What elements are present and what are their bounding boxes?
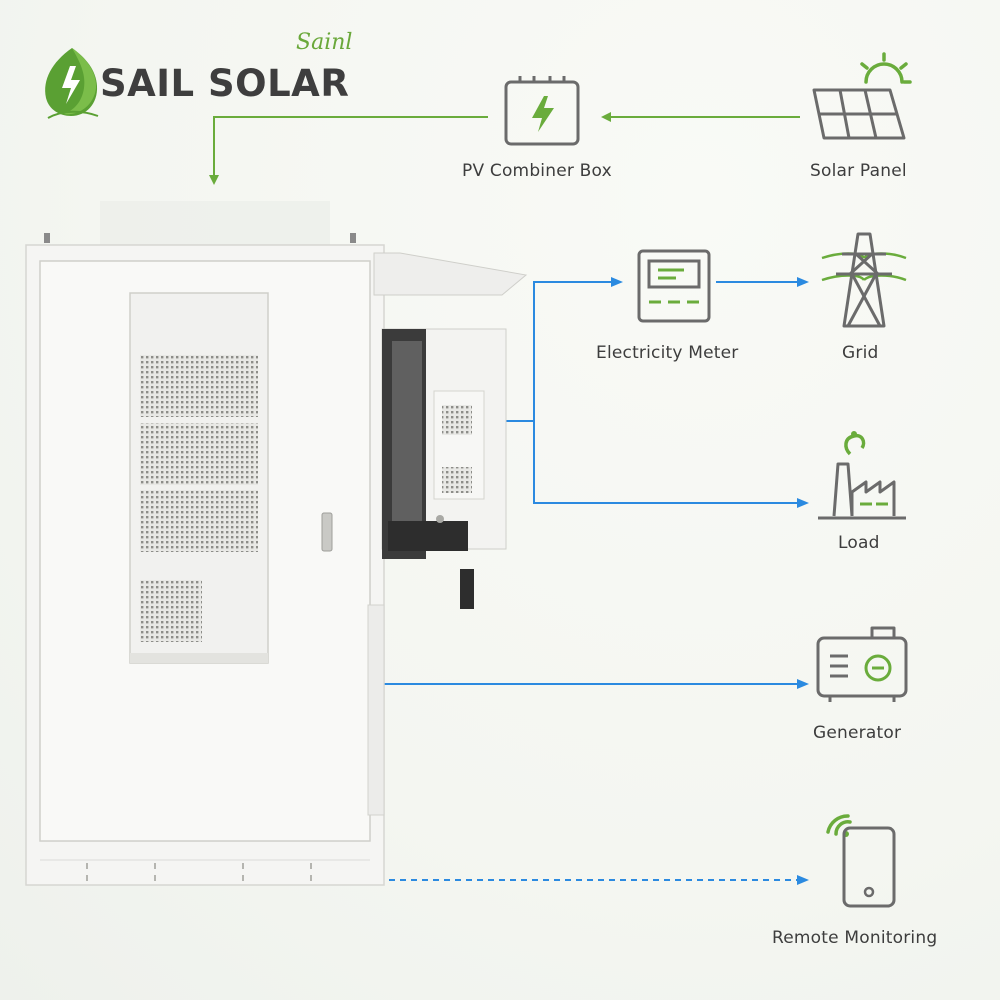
label-solar-panel: Solar Panel	[810, 161, 907, 181]
label-generator: Generator	[813, 723, 902, 743]
label-electricity-meter: Electricity Meter	[596, 343, 739, 363]
smartphone-icon	[826, 814, 896, 908]
factory-icon	[818, 431, 906, 520]
generator-icon	[816, 626, 908, 702]
label-grid: Grid	[842, 343, 879, 363]
brand-name: SAIL SOLAR	[100, 62, 350, 105]
combiner-box-icon	[504, 76, 580, 146]
label-remote-monitoring: Remote Monitoring	[772, 928, 938, 948]
meter-icon	[637, 249, 711, 323]
brand-signature: Sainl	[296, 30, 353, 55]
link-inverter-bus	[504, 277, 623, 422]
energy-storage-cabinet	[25, 201, 528, 886]
leaf-lightning-icon	[45, 48, 99, 119]
link-inverter-to-load	[533, 421, 809, 508]
solar-panel-icon	[812, 52, 912, 140]
label-pv-combiner-box: PV Combiner Box	[462, 161, 612, 181]
label-load: Load	[838, 533, 880, 553]
transmission-tower-icon	[821, 232, 907, 328]
link-combiner-to-cabinet	[209, 116, 488, 185]
